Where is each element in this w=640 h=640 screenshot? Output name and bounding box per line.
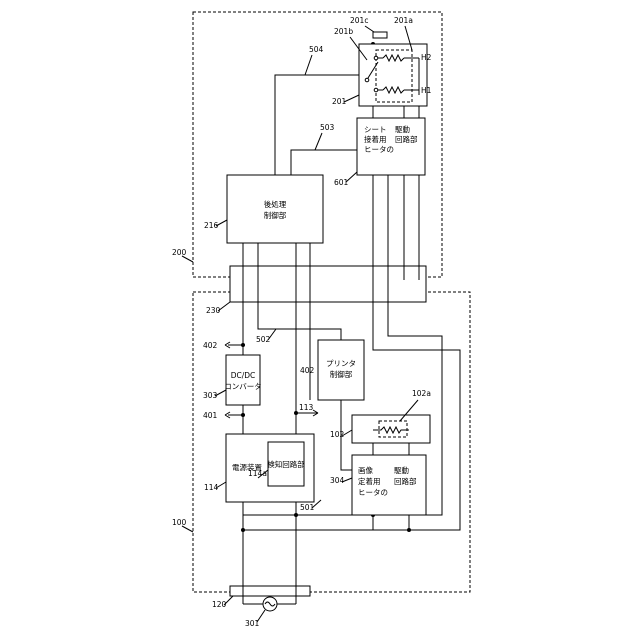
ref-102: 102 <box>330 430 345 439</box>
detect-circuit-label: 検知回路部 <box>267 459 305 469</box>
ref-h1: H1 <box>421 86 432 95</box>
wire-291 <box>291 150 359 175</box>
printer-ctrl-l2: 制御部 <box>330 369 353 379</box>
ref-402-left: 402 <box>203 341 218 350</box>
ref-200: 200 <box>172 248 187 257</box>
post-ctrl-label-2: 制御部 <box>264 210 287 220</box>
ref-301: 301 <box>245 619 260 628</box>
dcdc-l1: DC/DC <box>231 371 256 380</box>
fix-driver-l4: 駆動 <box>394 466 409 475</box>
fix-driver-l3: ヒータの <box>358 488 388 497</box>
sheet-driver-l1: シート <box>364 125 387 134</box>
ref-h2: H2 <box>421 53 432 62</box>
switch-contact-b <box>374 56 378 60</box>
fix-driver-l1: 画像 <box>358 465 373 475</box>
switch-contact-a <box>365 78 369 82</box>
sheet-heater-201 <box>359 44 427 106</box>
ref-100: 100 <box>172 518 187 527</box>
ref-201c: 201c <box>350 16 368 25</box>
sheet-driver-l2: 接着用 <box>364 134 387 144</box>
wire-275 <box>275 75 359 175</box>
ref-201a: 201a <box>394 16 413 25</box>
reference-labels: 200 100 230 120 301 216 504 503 201 201b… <box>172 16 432 628</box>
sheet-driver-l3: ヒータの <box>364 145 394 154</box>
ac-inlet-120 <box>230 586 310 596</box>
sheet-driver-l5: 回路部 <box>395 134 418 144</box>
ref-402-right: 402 <box>300 366 315 375</box>
sheet-driver-l4: 駆動 <box>395 125 410 134</box>
thermo-201c <box>373 32 387 38</box>
ref-503: 503 <box>320 123 335 132</box>
ref-504: 504 <box>309 45 324 54</box>
dcdc-l2: コンバータ <box>224 382 262 391</box>
fix-driver-l5: 回路部 <box>394 476 417 486</box>
ref-601: 601 <box>334 178 349 187</box>
ref-102a: 102a <box>412 389 431 398</box>
post-ctrl-label-1: 後処理 <box>264 199 287 209</box>
wire-fix-out <box>373 515 409 530</box>
connector-230 <box>230 266 426 302</box>
ref-113: 113 <box>299 403 314 412</box>
printer-ctrl-l1: プリンタ <box>326 359 356 368</box>
fix-driver-l2: 定着用 <box>358 476 381 486</box>
switch-contact-c <box>374 88 378 92</box>
ref-401: 401 <box>203 411 218 420</box>
ref-304: 304 <box>330 476 345 485</box>
post-processing-controller <box>227 175 323 243</box>
dcdc-converter <box>226 355 260 405</box>
ref-201b: 201b <box>334 27 353 36</box>
